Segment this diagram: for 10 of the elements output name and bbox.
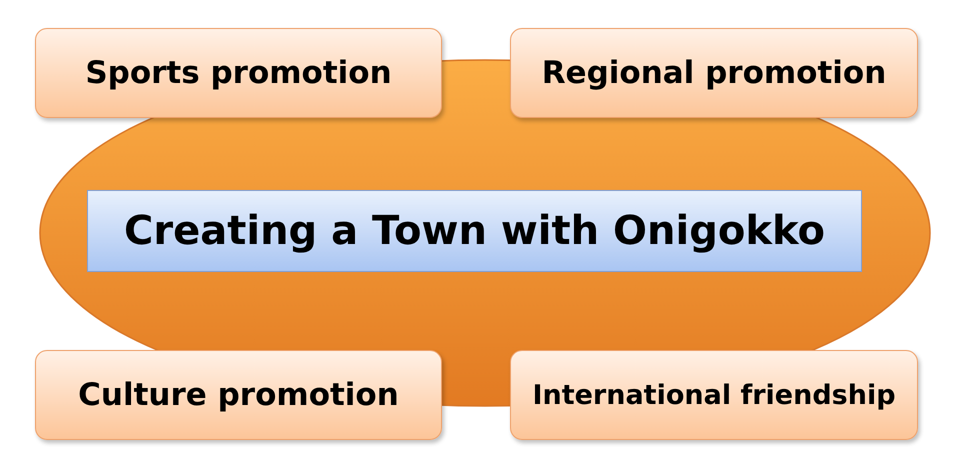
topic-label: Culture promotion: [78, 377, 399, 413]
topic-box: [35, 350, 442, 440]
title-text: Creating a Town with Onigokko: [124, 208, 825, 254]
topic-label: Sports promotion: [85, 55, 392, 91]
topic-box: [510, 350, 918, 440]
topic-box: [510, 28, 918, 118]
topic-label: International friendship: [532, 380, 896, 410]
title-box: [87, 190, 862, 272]
topic-label: Regional promotion: [542, 55, 886, 91]
topic-box: [35, 28, 442, 118]
